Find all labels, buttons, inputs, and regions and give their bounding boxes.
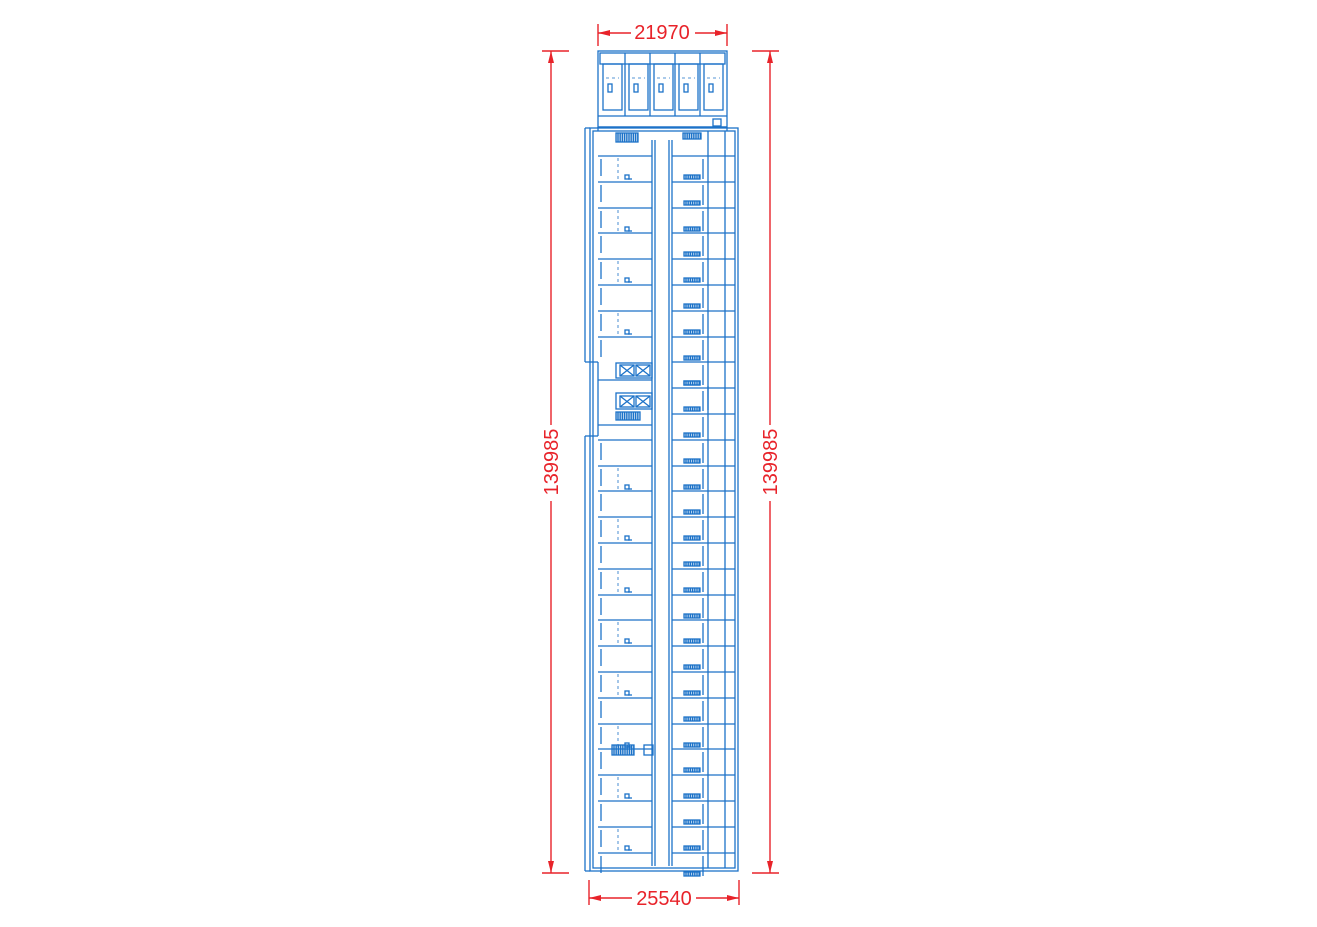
annex-door-0 — [607, 83, 613, 93]
left-door-24 — [624, 793, 630, 799]
left-label-mask — [540, 425, 562, 501]
right-label-mask — [759, 425, 781, 501]
left-door-18 — [624, 638, 630, 644]
elevator-1-cross — [619, 364, 635, 377]
annex-bay-1 — [628, 63, 649, 111]
left-door-2 — [624, 226, 630, 232]
stair-core — [615, 411, 641, 421]
right-arrow-top — [767, 51, 773, 63]
right-arrow-bottom — [767, 861, 773, 873]
dimension-arrows — [548, 30, 773, 901]
annex-bay-4 — [703, 63, 724, 111]
left-door-6 — [624, 329, 630, 335]
bottom-arrow-left — [589, 895, 601, 901]
top-width-label: 21970 — [634, 22, 690, 44]
elevator-4 — [635, 395, 651, 408]
annex-bay-3 — [678, 63, 699, 111]
right-height-label: 139985 — [760, 429, 782, 496]
elevator-2 — [635, 364, 651, 377]
left-door-4 — [624, 277, 630, 283]
building-plan — [584, 50, 739, 877]
elevator-2-cross — [635, 364, 651, 377]
shaft-bottom — [643, 744, 654, 756]
top-arrow-left — [598, 30, 610, 36]
tower-outline — [589, 127, 739, 872]
annex-balcony-strip — [599, 52, 726, 65]
core-fixture — [683, 380, 701, 386]
tower-inner-wall — [592, 130, 736, 869]
annex-door-3 — [683, 83, 689, 93]
annex-bay-2 — [653, 63, 674, 111]
annex-door-4 — [708, 83, 714, 93]
elevator-core-upper — [615, 362, 653, 379]
annex-bay-0 — [602, 63, 623, 111]
top-label-mask — [631, 20, 695, 42]
left-height-label: 139985 — [541, 429, 563, 496]
left-arrow-top — [548, 51, 554, 63]
left-door-12 — [624, 484, 630, 490]
left-arrow-bottom — [548, 861, 554, 873]
annex-door-1 — [633, 83, 639, 93]
top-arrow-right — [715, 30, 727, 36]
elevator-3-cross — [619, 395, 635, 408]
bottom-label-mask — [632, 886, 696, 908]
elevator-3 — [619, 395, 635, 408]
left-door-20 — [624, 690, 630, 696]
bottom-width-label: 25540 — [636, 888, 692, 910]
elevator-core-lower — [615, 392, 653, 410]
annex-door-2 — [658, 83, 664, 93]
elevator-4-cross — [635, 395, 651, 408]
left-door-16 — [624, 587, 630, 593]
elevator-1 — [619, 364, 635, 377]
bottom-arrow-right — [727, 895, 739, 901]
left-door-0 — [624, 174, 630, 180]
dimension-lines — [542, 24, 779, 905]
left-door-26 — [624, 845, 630, 851]
left-door-14 — [624, 535, 630, 541]
annex-shaft — [712, 118, 722, 127]
